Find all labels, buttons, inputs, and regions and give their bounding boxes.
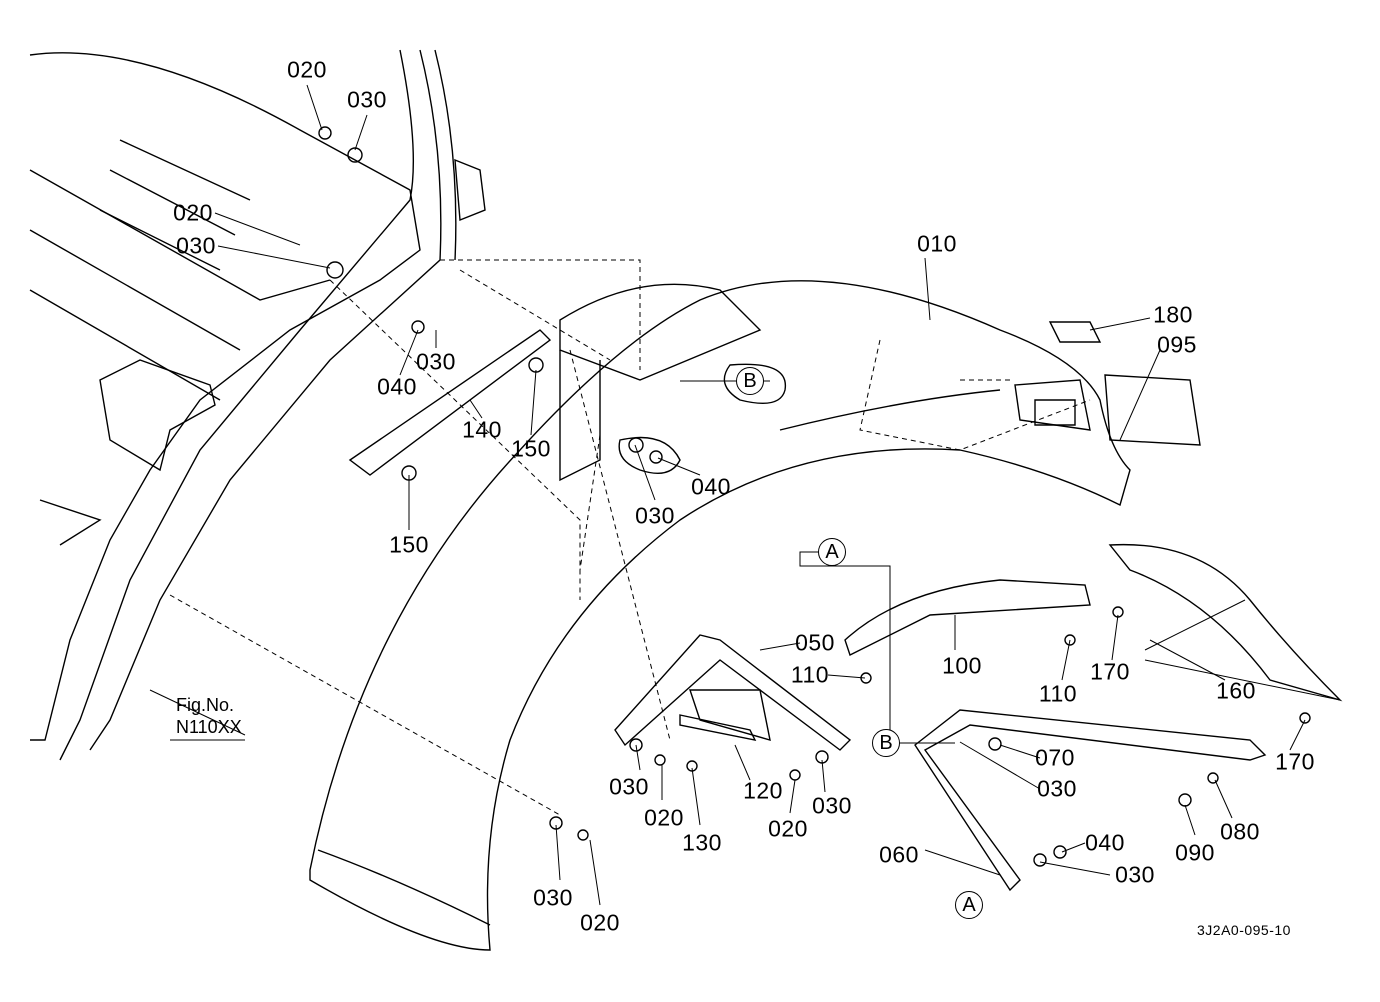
callout-020: 020 — [580, 909, 620, 936]
callout-080: 080 — [1220, 818, 1260, 845]
callout-020: 020 — [287, 56, 327, 83]
callout-150: 150 — [389, 531, 429, 558]
callout-110: 110 — [1038, 680, 1078, 707]
callout-150: 150 — [511, 435, 551, 462]
fasteners — [318, 126, 1311, 867]
reference-mark-B: B — [872, 729, 900, 757]
callout-020: 020 — [644, 804, 684, 831]
body-panel — [29, 52, 421, 741]
dashed-lines — [169, 259, 1091, 816]
callout-030: 030 — [176, 232, 216, 259]
callout-030: 030 — [609, 773, 649, 800]
callout-140: 140 — [462, 416, 502, 443]
callout-030: 030 — [812, 792, 852, 819]
callout-040: 040 — [1085, 829, 1125, 856]
decals — [1048, 321, 1201, 446]
callout-010: 010 — [917, 230, 957, 257]
reference-mark-A: A — [955, 891, 983, 919]
callout-160: 160 — [1216, 677, 1256, 704]
callout-030: 030 — [347, 86, 387, 113]
callout-060: 060 — [879, 841, 919, 868]
fig-label: Fig.No. — [176, 695, 235, 715]
callout-180: 180 — [1153, 301, 1193, 328]
callout-090: 090 — [1175, 839, 1215, 866]
callout-170: 170 — [1275, 748, 1315, 775]
callout-030: 030 — [533, 884, 573, 911]
callout-040: 040 — [691, 473, 731, 500]
callout-030: 030 — [635, 502, 675, 529]
callout-030: 030 — [1037, 775, 1077, 802]
callout-120: 120 — [743, 777, 783, 804]
callout-050: 050 — [795, 629, 835, 656]
callout-070: 070 — [1035, 744, 1075, 771]
callout-030: 030 — [1115, 861, 1155, 888]
drawing-code: 3J2A0-095-10 — [1197, 922, 1291, 938]
callout-030: 030 — [416, 348, 456, 375]
arch-frame — [59, 49, 486, 761]
callout-020: 020 — [173, 199, 213, 226]
leader-lines — [149, 84, 1341, 906]
figure-number: Fig.No. N110XX — [176, 694, 242, 738]
callout-040: 040 — [377, 373, 417, 400]
callout-170: 170 — [1090, 658, 1130, 685]
callout-100: 100 — [942, 652, 982, 679]
reference-mark-A: A — [818, 538, 846, 566]
fender — [309, 280, 1131, 951]
callout-095: 095 — [1157, 331, 1197, 358]
callout-110: 110 — [790, 661, 830, 688]
callout-130: 130 — [682, 829, 722, 856]
reference-mark-B: B — [736, 367, 764, 395]
callout-020: 020 — [768, 815, 808, 842]
brackets — [348, 329, 1343, 892]
fig-number: N110XX — [176, 717, 242, 737]
